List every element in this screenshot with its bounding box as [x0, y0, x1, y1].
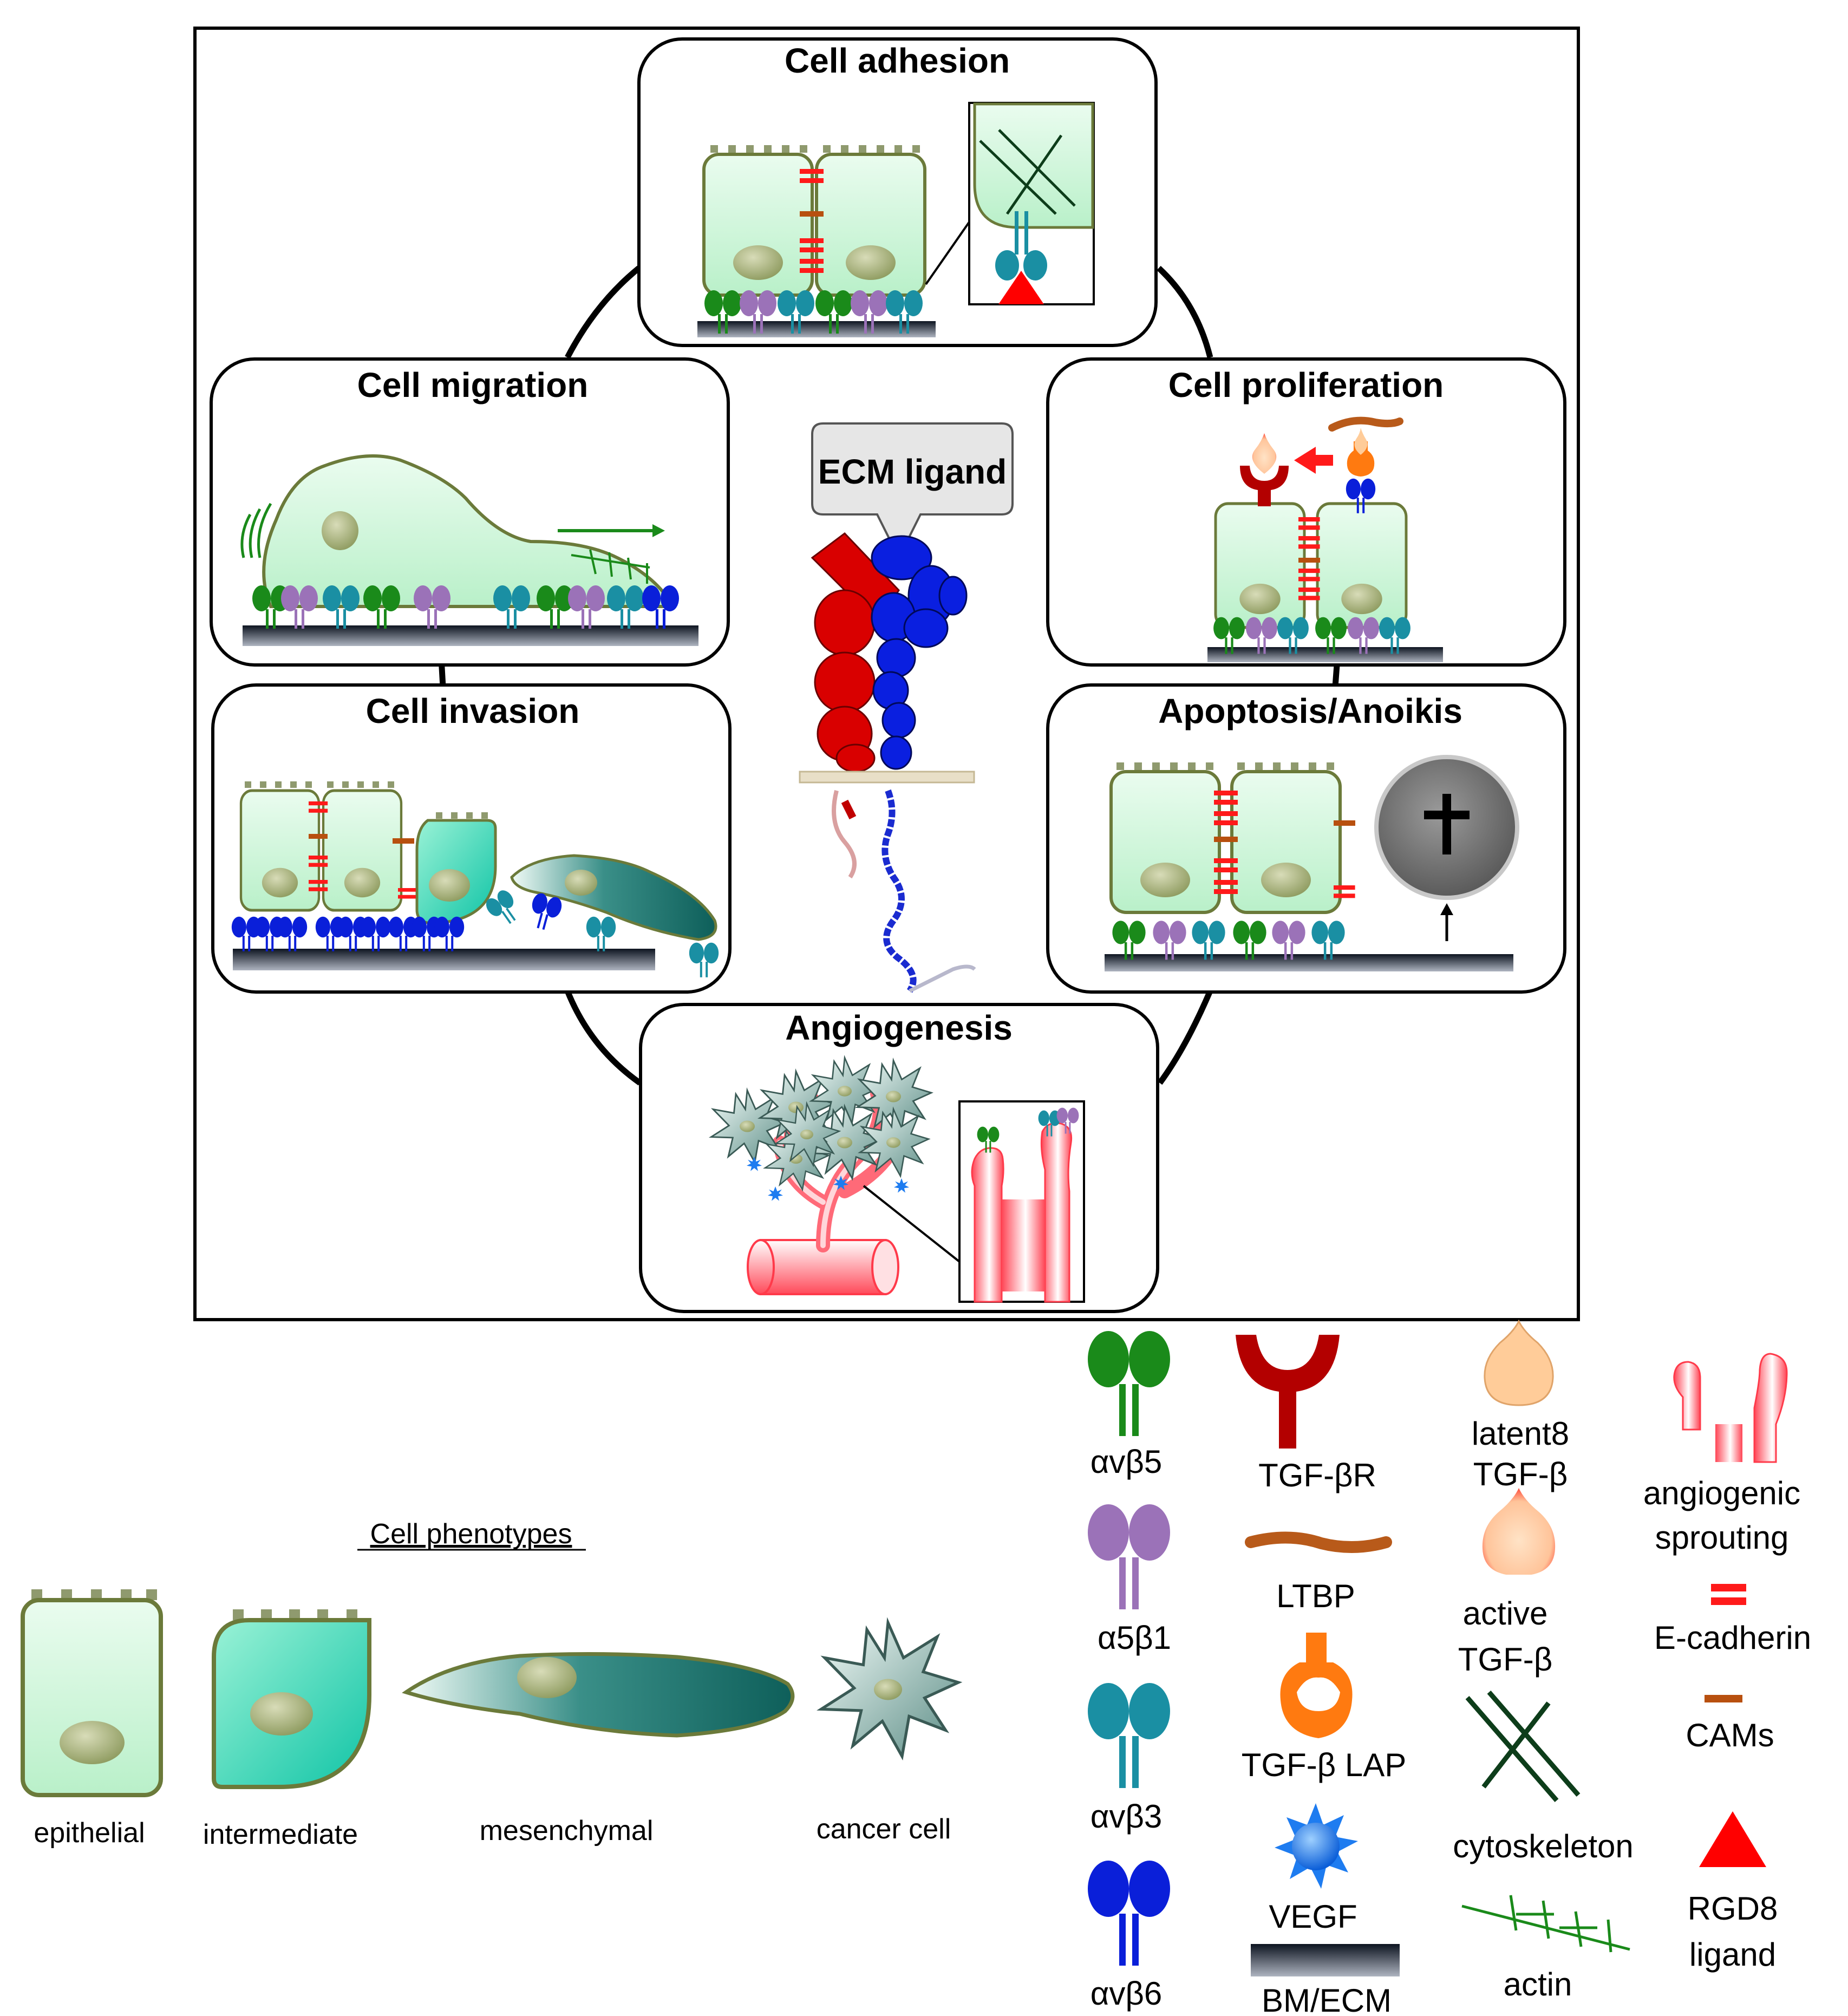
legend-rgd-ligand: RGD8 ligand — [1688, 1811, 1778, 1973]
legend-avb3: αvβ3 — [1088, 1683, 1170, 1835]
svg-text:αvβ5: αvβ5 — [1090, 1444, 1163, 1480]
panel-cell-migration: Cell migration — [210, 357, 730, 667]
ecm-bar — [243, 625, 698, 646]
panel-title-apoptosis: Apoptosis/Anoikis — [1158, 691, 1462, 730]
panel-cell-proliferation: Cell proliferation — [1046, 357, 1566, 667]
panel-title-adhesion: Cell adhesion — [785, 41, 1010, 80]
rgd-ligand-icon — [1699, 1811, 1766, 1867]
svg-text:latent8: latent8 — [1472, 1415, 1569, 1452]
ecm-ligand-label: ECM ligand — [818, 452, 1007, 491]
bm-ecm-icon — [1251, 1944, 1400, 1976]
svg-text:E‑cadherin: E‑cadherin — [1654, 1620, 1811, 1656]
cell-phenotypes: Cell phenotypes epithelial intermediate … — [21, 1518, 958, 1850]
svg-text:α5β1: α5β1 — [1098, 1620, 1171, 1656]
latent-tgfb-icon — [1484, 1319, 1554, 1406]
legend: αvβ5 α5β1 αvβ3 αvβ6 TGF‑βR LTBP TGF‑β LA… — [1088, 1319, 1811, 2016]
svg-text:LTBP: LTBP — [1276, 1578, 1355, 1614]
membrane — [799, 771, 975, 784]
svg-text:BM/ECM: BM/ECM — [1262, 1982, 1392, 2016]
tgfbr-icon — [1236, 1335, 1340, 1449]
cancer-cell-icon: cancer cell — [817, 1623, 958, 1845]
ltbp-icon — [1245, 1531, 1392, 1553]
e-cadherin-icon — [1711, 1584, 1746, 1605]
panel-title-migration: Cell migration — [357, 366, 589, 404]
cytoskeleton-icon — [1465, 1691, 1581, 1802]
legend-tgfb-lap: TGF‑β LAP — [1242, 1633, 1407, 1783]
cycle-ring — [438, 265, 1341, 1086]
legend-ltbp: LTBP — [1245, 1531, 1392, 1614]
svg-text:ligand: ligand — [1689, 1936, 1776, 1973]
svg-text:TGF‑βR: TGF‑βR — [1258, 1457, 1376, 1493]
actin-icon — [1461, 1895, 1630, 1953]
legend-e-cadherin: E‑cadherin — [1654, 1584, 1811, 1656]
rgd-ligand-icon — [998, 271, 1044, 304]
phenotypes-heading: Cell phenotypes — [370, 1518, 572, 1550]
svg-text:TGF‑β: TGF‑β — [1458, 1641, 1552, 1678]
label-cancer-cell: cancer cell — [817, 1813, 951, 1845]
svg-text:TGF‑β: TGF‑β — [1473, 1456, 1568, 1492]
legend-cytoskeleton: cytoskeleton — [1453, 1691, 1634, 1864]
legend-active-tgfb: active TGF‑β — [1458, 1488, 1559, 1678]
panel-title-proliferation: Cell proliferation — [1168, 366, 1444, 404]
legend-actin: actin — [1461, 1895, 1630, 2002]
svg-text:VEGF: VEGF — [1269, 1898, 1357, 1935]
panel-cell-adhesion: Cell adhesion — [637, 37, 1158, 347]
cams-icon — [1705, 1695, 1742, 1702]
svg-text:cytoskeleton: cytoskeleton — [1453, 1828, 1634, 1864]
mesenchymal-cell-icon: mesenchymal — [402, 1652, 795, 1847]
legend-bm-ecm: BM/ECM — [1251, 1944, 1400, 2016]
svg-text:sprouting: sprouting — [1655, 1519, 1789, 1556]
svg-text:αvβ6: αvβ6 — [1090, 1975, 1163, 2012]
legend-avb5: αvβ5 — [1088, 1331, 1170, 1480]
svg-text:active: active — [1463, 1595, 1548, 1632]
center-integrin: ECM ligand — [799, 422, 1014, 993]
svg-text:TGF‑β LAP: TGF‑β LAP — [1242, 1747, 1407, 1783]
svg-text:angiogenic: angiogenic — [1643, 1475, 1800, 1511]
label-mesenchymal: mesenchymal — [480, 1815, 654, 1847]
panel-apoptosis: Apoptosis/Anoikis — [1046, 683, 1566, 994]
epithelial-cell-icon: epithelial — [21, 1589, 163, 1849]
ecm-bar — [697, 321, 936, 337]
svg-text:actin: actin — [1504, 1966, 1572, 2002]
legend-avb6: αvβ6 — [1088, 1861, 1170, 2012]
panel-cell-invasion: Cell invasion — [211, 683, 732, 994]
label-epithelial: epithelial — [34, 1817, 145, 1849]
sprout-icon — [1673, 1353, 1788, 1463]
up-arrow-icon — [1440, 903, 1453, 915]
epithelial-cell — [704, 154, 812, 295]
panel-title-angiogenesis: Angiogenesis — [785, 1008, 1013, 1047]
legend-cams: CAMs — [1686, 1695, 1774, 1753]
intermediate-cell-icon: intermediate — [203, 1609, 371, 1850]
legend-a5b1: α5β1 — [1088, 1504, 1171, 1656]
legend-vegf: VEGF — [1269, 1803, 1358, 1935]
svg-text:RGD8: RGD8 — [1688, 1890, 1778, 1927]
active-tgfb-icon — [1482, 1488, 1556, 1576]
panel-title-invasion: Cell invasion — [366, 691, 580, 730]
label-intermediate: intermediate — [203, 1819, 358, 1850]
legend-tgfbr: TGF‑βR — [1236, 1335, 1376, 1493]
svg-text:CAMs: CAMs — [1686, 1717, 1774, 1753]
svg-text:αvβ3: αvβ3 — [1090, 1798, 1163, 1835]
legend-angiogenic-sprouting: angiogenic sprouting — [1643, 1353, 1800, 1556]
epithelial-cell — [817, 154, 925, 295]
panel-angiogenesis: Angiogenesis — [639, 1003, 1159, 1313]
legend-latent-tgfb: latent8 TGF‑β — [1472, 1319, 1569, 1492]
